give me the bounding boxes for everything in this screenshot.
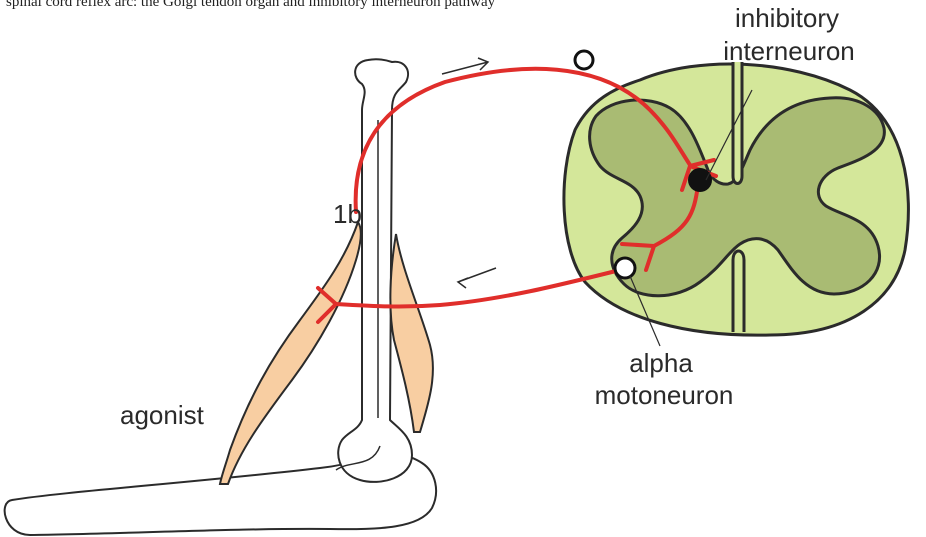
label-inhibitory-line2: interneuron: [722, 38, 856, 64]
label-agonist: agonist: [120, 402, 230, 428]
arrow-left-icon: [458, 268, 496, 288]
arm-bones: [5, 59, 436, 535]
ventral-median-fissure: [733, 251, 744, 332]
label-alpha-line1: alpha: [616, 350, 706, 376]
antagonist-muscle: [390, 234, 433, 432]
label-alpha-line2: motoneuron: [594, 382, 734, 408]
alpha-motoneuron-body: [615, 258, 635, 278]
afferent-cell-body: [575, 51, 593, 69]
arrow-right-icon: [442, 58, 488, 74]
label-fiber-1b: 1b: [333, 201, 367, 227]
label-inhibitory-line1: inhibitory: [732, 5, 842, 31]
dorsal-median-sulcus: [733, 62, 742, 184]
inhibitory-interneuron-body: [688, 168, 712, 192]
spinal-cord: [564, 62, 909, 335]
